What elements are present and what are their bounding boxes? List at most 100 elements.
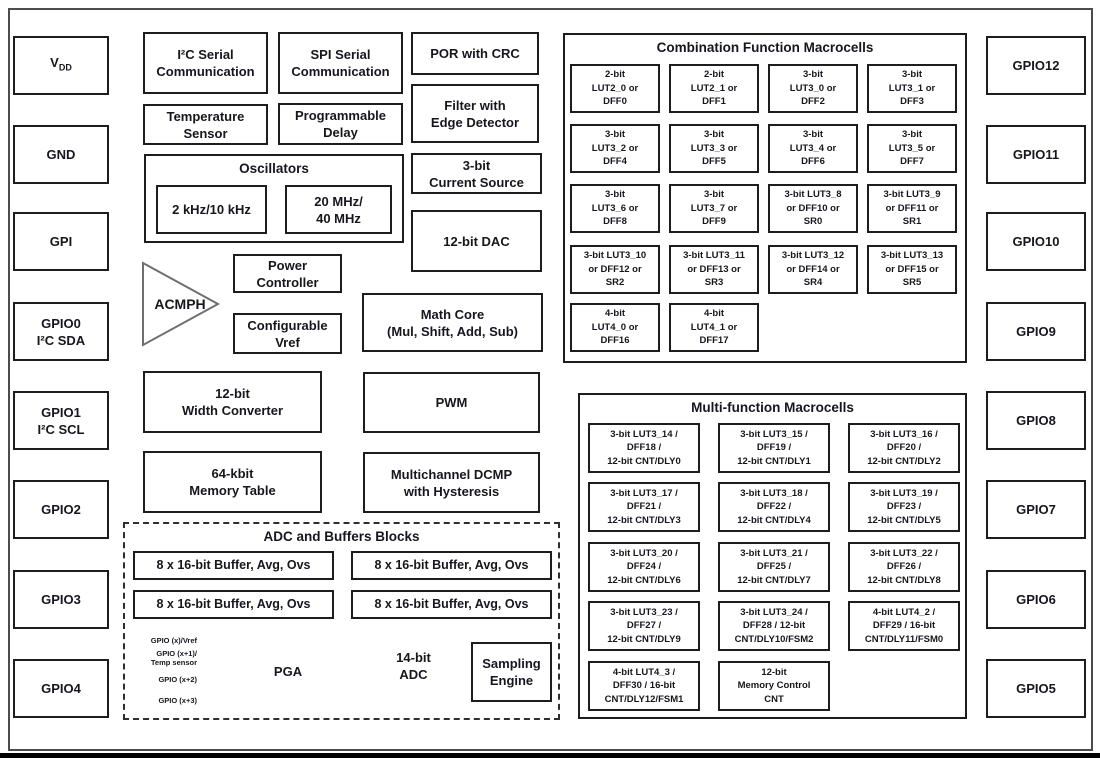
macrocell-label: 12-bit CNT/DLY4 (737, 514, 811, 526)
macrocell-label: DFF3 (900, 96, 924, 108)
multifunction-macrocell: 3-bit LUT3_16 /DFF20 /12-bit CNT/DLY2 (848, 423, 960, 473)
macrocell-label: DFF28 / 12-bit (742, 620, 806, 632)
adc-input-label: GPIO (x+3) (127, 696, 197, 705)
macrocell-label: 3-bit (703, 189, 725, 201)
pin-label: I²C SCL (37, 421, 85, 437)
macrocell-label: 12-bit CNT/DLY5 (867, 514, 941, 526)
pga-label: PGA (273, 664, 303, 679)
macrocell-label: 3-bit (604, 189, 626, 201)
macrocell-label: 3-bit LUT3_11 (683, 250, 745, 262)
macrocell-label: 3-bit LUT3_12 (781, 250, 845, 262)
pin-gpio2: GPIO2 (13, 480, 109, 539)
macrocell-label: LUT3_0 or (789, 82, 837, 94)
macrocell-label: or DFF15 or (885, 263, 939, 275)
page-divider-bar (0, 753, 1100, 758)
pin-vdd: VDD (13, 36, 109, 95)
macrocell-label: 4-bit LUT4_3 / (612, 666, 676, 678)
macrocell-label: DFF0 (603, 96, 627, 108)
pin-label: GND (46, 147, 76, 162)
pin-label: GPIO6 (1016, 592, 1056, 607)
pin-gpio12: GPIO12 (986, 36, 1086, 95)
pin-label: GPIO9 (1016, 324, 1056, 339)
macrocell-label: LUT2_0 or (591, 82, 639, 94)
macrocell-label: DFF23 / (886, 501, 922, 513)
macrocell-label: 3-bit LUT3_18 / (740, 487, 808, 499)
multifunction-macrocell: 3-bit LUT3_22 /DFF26 /12-bit CNT/DLY8 (848, 542, 960, 592)
macrocell-label: CNT/DLY10/FSM2 (734, 633, 814, 645)
macrocell-label: or DFF12 or (588, 263, 642, 275)
pin-label: GPIO1 (41, 404, 81, 420)
macrocell-label: DFF1 (702, 96, 726, 108)
macrocell-label: 3-bit LUT3_9 (883, 189, 941, 201)
macrocell-label: DFF16 (600, 335, 630, 347)
pin-label: GPIO11 (1012, 147, 1060, 162)
macrocell-label: Memory Control (737, 680, 811, 692)
macrocell-label: 2-bit (703, 69, 725, 81)
macrocell-label: DFF26 / (886, 561, 922, 573)
macrocell-label: 12-bit CNT/DLY1 (737, 455, 811, 467)
macrocell-label: 3-bit LUT3_8 (784, 189, 842, 201)
buffer-block: 8 x 16-bit Buffer, Avg, Ovs (133, 551, 334, 580)
multifunction-macrocell: 3-bit LUT3_15 /DFF19 /12-bit CNT/DLY1 (718, 423, 830, 473)
macrocell-label: DFF29 / 16-bit (872, 620, 936, 632)
macrocell-label: DFF19 / (756, 442, 792, 454)
macrocell-label: DFF18 / (626, 442, 662, 454)
buffer-label: 8 x 16-bit Buffer, Avg, Ovs (374, 597, 529, 611)
macrocell-label: 3-bit (802, 69, 824, 81)
macrocell-label: 3-bit LUT3_20 / (610, 547, 678, 559)
macrocell-label: or DFF10 or (786, 202, 840, 214)
macrocell-label: DFF5 (702, 156, 726, 168)
buffer-block: 8 x 16-bit Buffer, Avg, Ovs (133, 590, 334, 619)
macrocell-label: DFF9 (702, 216, 726, 228)
pin-label: I²C SDA (36, 332, 86, 348)
macrocell-label: 12-bit CNT/DLY0 (607, 455, 681, 467)
pin-gpio9: GPIO9 (986, 302, 1086, 361)
block-por-crc: POR with CRC (411, 32, 539, 75)
macrocell-label: SR1 (902, 216, 922, 228)
macrocell-label: SR3 (704, 277, 724, 289)
macrocell-label: DFF8 (603, 216, 627, 228)
macrocell-label: 12-bit CNT/DLY3 (607, 514, 681, 526)
block-pwm: PWM (363, 372, 540, 433)
pin-gpio11: GPIO11 (986, 125, 1086, 184)
pin-gpio8: GPIO8 (986, 391, 1086, 450)
pin-label: GPIO12 (1012, 58, 1060, 73)
macrocell-label: 4-bit LUT4_2 / (872, 606, 936, 618)
multifunction-macrocell: 3-bit LUT3_20 /DFF24 /12-bit CNT/DLY6 (588, 542, 700, 592)
macrocell-label: CNT/DLY11/FSM0 (864, 633, 944, 645)
macrocell-label: SR2 (605, 277, 625, 289)
macrocell-label: LUT3_6 or (591, 202, 639, 214)
combination-title: Combination Function Macrocells (656, 40, 874, 55)
multifunction-title: Multi-function Macrocells (691, 400, 854, 415)
multifunction-macrocell: 3-bit LUT3_14 /DFF18 /12-bit CNT/DLY0 (588, 423, 700, 473)
pin-label: GPIO2 (41, 502, 81, 517)
block-osc-2khz-10khz: 2 kHz/10 kHz (156, 185, 267, 234)
macrocell-label: DFF6 (801, 156, 825, 168)
multifunction-macrocell: 3-bit LUT3_19 /DFF23 /12-bit CNT/DLY5 (848, 482, 960, 532)
macrocell-label: 3-bit LUT3_23 / (610, 606, 678, 618)
buffer-label: 8 x 16-bit Buffer, Avg, Ovs (374, 558, 529, 572)
pin-gpio4: GPIO4 (13, 659, 109, 718)
macrocell-label: 3-bit (802, 129, 824, 141)
macrocell-label: DFF22 / (756, 501, 792, 513)
macrocell-label: DFF4 (603, 156, 627, 168)
